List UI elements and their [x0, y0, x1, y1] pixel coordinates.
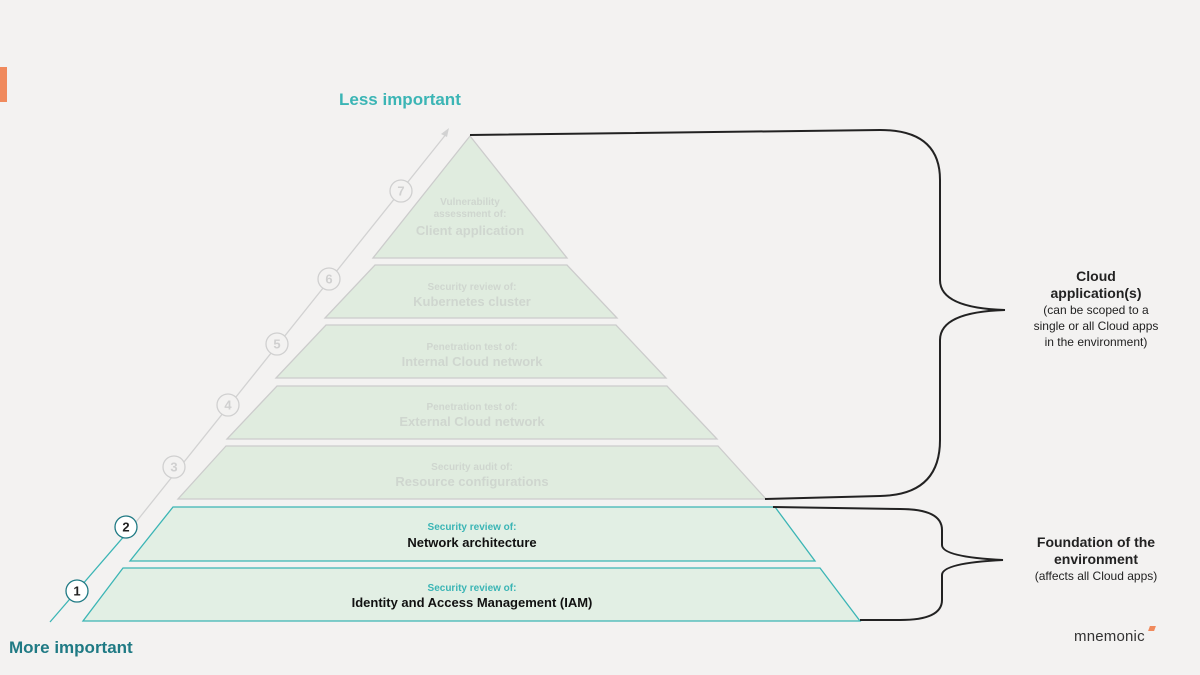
foundation-title-line-1: Foundation of the [1036, 534, 1156, 550]
level-number-6: 6 [325, 272, 332, 287]
level-badge-2 [114, 515, 138, 539]
pyramid-tier-1 [81, 567, 862, 622]
foundation-sub-line-1: (affects all Cloud apps) [1034, 569, 1158, 583]
tier-6-title: Kubernetes cluster [413, 294, 531, 309]
tier-6-prefix: Security review of: [428, 282, 517, 293]
tier-2-prefix: Security review of: [428, 522, 517, 533]
cloud-sub-line-2: single or all Cloud apps [1033, 319, 1159, 333]
level-badge-4 [216, 393, 240, 417]
tier-1-prefix: Security review of: [428, 583, 517, 594]
level-number-7: 7 [397, 184, 404, 199]
arrow-line-lower [49, 526, 133, 623]
cloud-sub-line-3: in the environment) [1044, 335, 1148, 349]
level-number-5: 5 [273, 337, 280, 352]
tier-5-prefix: Penetration test of: [426, 342, 517, 353]
level-badge-7 [389, 179, 413, 203]
foundation-brace [772, 506, 1004, 621]
cloud-title-line-1: Cloud [1076, 268, 1116, 284]
pyramid-tier-2 [128, 506, 817, 562]
tier-3-title: Resource configurations [395, 474, 548, 489]
foundation-title-line-2: environment [1053, 551, 1138, 567]
foundation-note: Foundation of the environment (affects a… [1020, 534, 1172, 584]
tier-2-title: Network architecture [407, 535, 536, 550]
pyramid-tier-5 [274, 324, 668, 379]
level-badge-6 [317, 267, 341, 291]
level-number-1: 1 [73, 584, 80, 599]
level-number-2: 2 [122, 520, 129, 535]
tier-5-title: Internal Cloud network [402, 354, 544, 369]
brand-logo: mnemonic [1074, 628, 1145, 645]
more-important-label: More important [9, 638, 133, 657]
less-important-label: Less important [339, 90, 461, 109]
pyramid-tier-4 [225, 385, 719, 440]
pyramid-tier-3 [176, 445, 768, 500]
tier-1-title: Identity and Access Management (IAM) [352, 595, 593, 610]
cloud-brace [469, 128, 1006, 500]
level-number-3: 3 [170, 460, 177, 475]
pyramid-tier-7 [371, 134, 569, 259]
cloud-title-line-2: application(s) [1050, 285, 1142, 301]
cloud-sub-line-1: (can be scoped to a [1043, 303, 1149, 317]
tier-4-prefix: Penetration test of: [426, 402, 517, 413]
level-badge-3 [162, 455, 186, 479]
tier-4-title: External Cloud network [399, 414, 545, 429]
arrow-head-icon [441, 128, 449, 137]
level-number-4: 4 [224, 398, 232, 413]
tier-7-prefix-line-1: Vulnerability [440, 197, 500, 208]
tier-3-prefix: Security audit of: [431, 462, 513, 473]
pyramid-tier-6 [323, 264, 619, 319]
tier-7-title: Client application [416, 223, 524, 238]
level-badge-5 [265, 332, 289, 356]
cloud-applications-note: Cloud application(s) (can be scoped to a… [1020, 268, 1172, 350]
accent-bar [0, 67, 7, 102]
tier-7-prefix-line-2: assessment of: [434, 209, 507, 220]
level-badge-1 [65, 579, 89, 603]
